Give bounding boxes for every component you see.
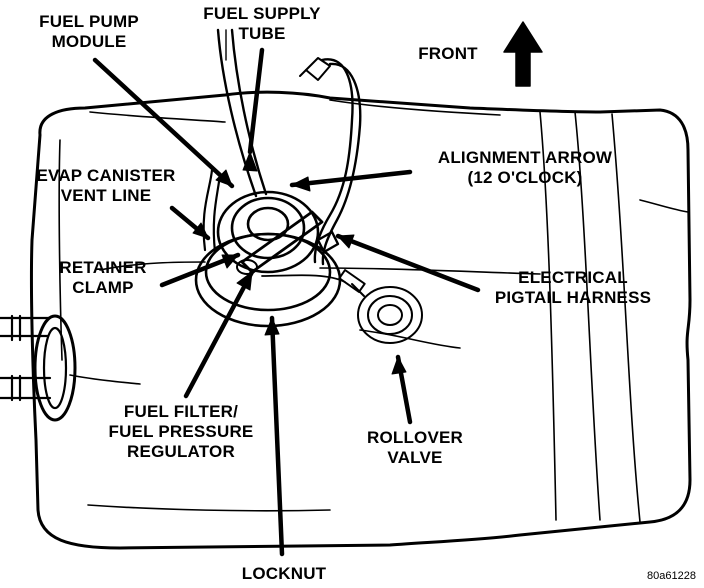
label-retainer-clamp: RETAINER CLAMP (40, 258, 166, 298)
label-alignment-arrow: ALIGNMENT ARROW (12 O'CLOCK) (410, 148, 640, 188)
leader-fuel-supply-tube (247, 47, 265, 155)
label-retainer-clamp-line1: RETAINER (59, 258, 147, 277)
figure-id: 80a61228 (647, 570, 696, 582)
label-locknut: LOCKNUT (241, 564, 327, 583)
label-fuel-supply-tube-line1: FUEL SUPPLY (203, 4, 321, 23)
label-rollover-valve-line1: ROLLOVER (366, 428, 464, 447)
label-fuel-filter-line3: REGULATOR (127, 442, 235, 461)
rollover-valve-shape (338, 269, 423, 344)
label-evap-line2: VENT LINE (60, 186, 152, 205)
leader-alignment-arrow (289, 169, 413, 188)
label-rollover-valve-line2: VALVE (387, 448, 443, 467)
label-fuel-filter-line1: FUEL FILTER/ (123, 402, 239, 421)
label-fuel-supply-tube-line2: TUBE (238, 24, 286, 43)
leader-lines (92, 47, 481, 557)
fuel-tank-contours (58, 99, 689, 523)
leader-arrowheads (192, 151, 407, 375)
fuel-supply-tube-shape (216, 28, 268, 198)
label-pigtail-line1: ELECTRICAL (518, 268, 628, 287)
filler-neck (0, 314, 77, 422)
label-fuel-pump-module-line1: FUEL PUMP (39, 12, 139, 31)
label-fuel-supply-tube: FUEL SUPPLY TUBE (172, 4, 352, 44)
label-fuel-filter-line2: FUEL PRESSURE (108, 422, 254, 441)
label-alignment-arrow-line1: ALIGNMENT ARROW (437, 148, 613, 167)
label-rollover-valve: ROLLOVER VALVE (350, 428, 480, 468)
label-alignment-arrow-line2: (12 O'CLOCK) (467, 168, 583, 187)
label-electrical-pigtail-harness: ELECTRICAL PIGTAIL HARNESS (470, 268, 676, 308)
pigtail-harness-shape (261, 57, 362, 283)
label-retainer-clamp-line2: CLAMP (72, 278, 134, 297)
label-fuel-pump-module: FUEL PUMP MODULE (24, 12, 154, 52)
leader-locknut (269, 315, 285, 557)
fuel-tank-outline (29, 90, 692, 550)
front-arrow-icon (503, 21, 543, 87)
label-evap-canister-vent-line: EVAP CANISTER VENT LINE (8, 166, 204, 206)
fuel-pump-module-shape (194, 190, 342, 328)
leader-fuel-pump-module (92, 57, 235, 189)
label-evap-line1: EVAP CANISTER (36, 166, 176, 185)
label-pigtail-line2: PIGTAIL HARNESS (494, 288, 652, 307)
label-front: FRONT (418, 44, 478, 63)
leader-pigtail-harness (335, 233, 481, 293)
leader-fuel-filter-regulator (183, 269, 255, 399)
label-fuel-filter-regulator: FUEL FILTER/ FUEL PRESSURE REGULATOR (66, 402, 296, 462)
label-fuel-pump-module-line2: MODULE (51, 32, 127, 51)
